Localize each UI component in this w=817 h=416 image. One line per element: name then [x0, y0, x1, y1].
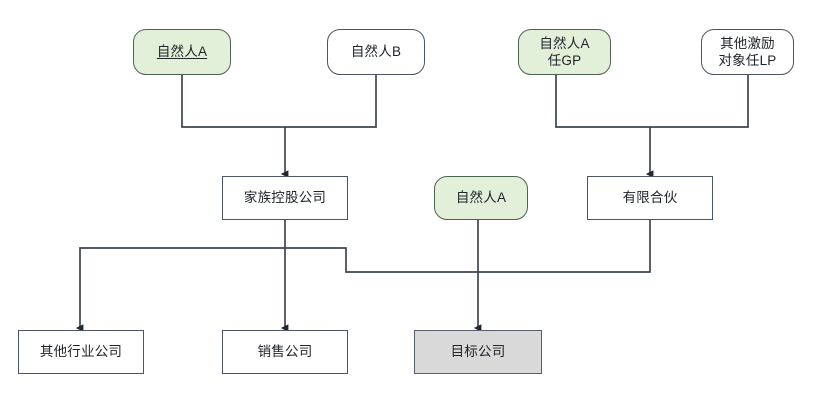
node-label-natural-person-b: 自然人B [350, 44, 402, 60]
node-natural-person-a-top[interactable]: 自然人A [133, 29, 231, 75]
edge-family-holding-to-limited-partnership-bus [285, 220, 651, 273]
node-label-other-industry-company: 其他行业公司 [39, 344, 123, 360]
node-label-sales-company: 销售公司 [257, 344, 313, 360]
edge-a-top-to-family-holding [181, 75, 285, 128]
node-label-other-incentive-lp: 其他激励 对象任LP [718, 35, 777, 68]
node-label-natural-person-a-gp: 自然人A 任GP [539, 35, 590, 68]
edge-family-holding-to-other-industry [75, 247, 285, 332]
node-other-incentive-lp[interactable]: 其他激励 对象任LP [701, 29, 794, 75]
node-label-limited-partnership: 有限合伙 [622, 190, 678, 206]
edge-a-gp-to-limited-partnership [555, 75, 650, 128]
node-label-family-holding-company: 家族控股公司 [243, 190, 327, 206]
node-target-company[interactable]: 目标公司 [414, 330, 542, 374]
node-other-industry-company[interactable]: 其他行业公司 [18, 330, 144, 374]
node-limited-partnership[interactable]: 有限合伙 [587, 176, 713, 220]
edge-b-to-family-holding [285, 75, 377, 128]
node-label-target-company: 目标公司 [450, 344, 506, 360]
node-label-natural-person-a-top: 自然人A [156, 44, 208, 60]
node-natural-person-a-mid[interactable]: 自然人A [434, 176, 528, 220]
node-sales-company[interactable]: 销售公司 [222, 330, 348, 374]
node-label-natural-person-a-mid: 自然人A [455, 190, 507, 206]
node-family-holding-company[interactable]: 家族控股公司 [222, 176, 348, 220]
edge-lp-to-limited-partnership [650, 75, 749, 128]
node-natural-person-b[interactable]: 自然人B [327, 29, 425, 75]
node-natural-person-a-gp[interactable]: 自然人A 任GP [518, 29, 611, 75]
